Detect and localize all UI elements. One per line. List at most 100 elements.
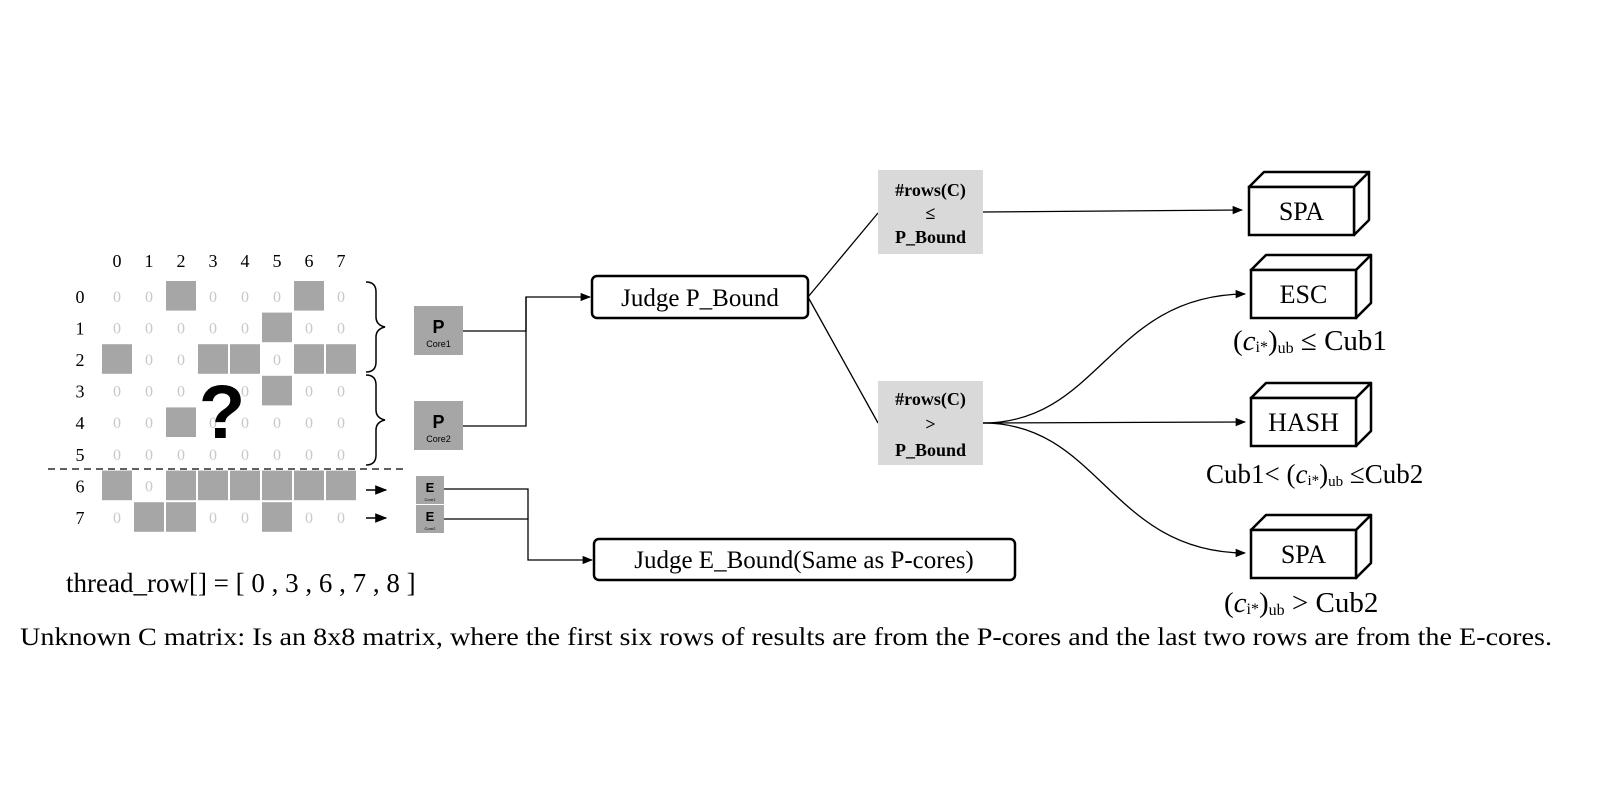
e-core2-box: E Core2 — [416, 505, 444, 533]
matrix-cell-zero: 0 — [305, 415, 313, 432]
matrix-cell-filled — [166, 407, 196, 437]
e-core1-label: Core1 — [425, 497, 437, 502]
row-header: 4 — [76, 413, 85, 433]
brace-core2 — [365, 374, 386, 466]
matrix-cell-zero: 0 — [209, 447, 217, 464]
branch-le — [807, 212, 879, 298]
cond-esc-label: (ci*)ub ≤ Cub1 — [1233, 325, 1387, 357]
matrix-cell-zero: 0 — [337, 384, 345, 401]
matrix-cell-zero: 0 — [273, 415, 281, 432]
row-header: 3 — [76, 382, 85, 402]
e-core1-box: E Core1 — [416, 476, 444, 504]
matrix-cell-zero: 0 — [177, 320, 185, 337]
matrix-cell-zero: 0 — [209, 384, 217, 401]
matrix-cell-zero: 0 — [209, 289, 217, 306]
p-core1-box: P Core1 — [414, 306, 463, 355]
cond-gt-line1: #rows(C) — [895, 389, 966, 410]
matrix-cell-zero: 0 — [177, 447, 185, 464]
matrix-cell-zero: 0 — [241, 447, 249, 464]
matrix-cell-filled — [102, 344, 132, 374]
result-box-spa1: SPA — [1247, 170, 1371, 237]
p-core2-connector — [463, 292, 592, 427]
result-label-spa2: SPA — [1281, 540, 1327, 569]
judge-e-bound-box: Judge E_Bound(Same as P-cores) — [592, 537, 1017, 582]
col-header: 4 — [241, 251, 250, 271]
matrix-cell-zero: 0 — [337, 447, 345, 464]
row-header: 2 — [76, 350, 85, 370]
matrix-cell-zero: 0 — [305, 510, 313, 527]
col-header: 0 — [113, 251, 122, 271]
matrix-cell-zero: 0 — [305, 320, 313, 337]
matrix-cell-filled — [166, 470, 196, 501]
cond-gt-line2: > — [925, 414, 935, 434]
cond-spa2-label: (ci*)ub > Cub2 — [1224, 587, 1378, 619]
row-header: 7 — [76, 508, 85, 528]
result-box-esc: ESC — [1249, 253, 1373, 320]
matrix-cell-zero: 0 — [113, 447, 121, 464]
cond-le-line2: ≤ — [926, 203, 936, 223]
matrix-cell-zero: 0 — [305, 384, 313, 401]
col-header: 2 — [177, 251, 186, 271]
e-core1-letter: E — [426, 480, 435, 495]
matrix-cell-zero: 0 — [145, 289, 153, 306]
col-header: 3 — [209, 251, 218, 271]
arrow-to-hash — [982, 417, 1247, 427]
matrix-cell-zero: 0 — [241, 289, 249, 306]
matrix-cell-zero: 0 — [241, 415, 249, 432]
matrix-cell-zero: 0 — [145, 384, 153, 401]
matrix-cell-zero: 0 — [113, 384, 121, 401]
thread-row-text: thread_row[] = [ 0 , 3 , 6 , 7 , 8 ] — [66, 568, 416, 598]
matrix-cell-zero: 0 — [209, 320, 217, 337]
judge-p-bound-box: Judge P_Bound — [590, 274, 810, 320]
matrix-cell-filled — [230, 344, 260, 374]
matrix-cell-filled — [230, 470, 260, 501]
matrix-cell-filled — [198, 470, 228, 501]
p-core1-label: Core1 — [426, 339, 451, 349]
matrix-cell-filled — [326, 344, 356, 374]
p-core2-letter: P — [432, 412, 444, 432]
result-box-hash: HASH — [1249, 381, 1373, 448]
matrix-cell-zero: 0 — [145, 320, 153, 337]
row-header: 1 — [76, 318, 85, 338]
col-header: 5 — [273, 251, 282, 271]
col-header: 1 — [145, 251, 154, 271]
cond-gt-line3: P_Bound — [895, 440, 966, 460]
unknown-question-mark: ? — [199, 370, 245, 455]
matrix-cell-zero: 0 — [241, 510, 249, 527]
e-core2-label: Core2 — [425, 526, 437, 531]
matrix-cell-filled — [262, 502, 292, 532]
arrow-to-spa1 — [982, 205, 1244, 215]
result-label-spa1: SPA — [1279, 197, 1325, 226]
row-header: 6 — [76, 476, 85, 496]
matrix-cell-zero: 0 — [145, 352, 153, 369]
matrix-cell-filled — [294, 344, 324, 374]
p-core2-box: P Core2 — [414, 401, 463, 450]
result-label-hash: HASH — [1268, 408, 1339, 437]
e-core2-letter: E — [426, 509, 435, 524]
branch-gt — [807, 296, 879, 424]
brace-core1 — [365, 281, 386, 373]
matrix-cell-filled — [294, 470, 324, 501]
e-core1-connector — [444, 488, 529, 519]
matrix-cell-zero: 0 — [145, 415, 153, 432]
matrix-cell-zero: 0 — [241, 384, 249, 401]
matrix-cell-zero: 0 — [273, 447, 281, 464]
result-boxes: SPA ESC HASH SPA — [1247, 170, 1373, 580]
matrix-cell-zero: 0 — [273, 352, 281, 369]
matrix-cell-zero: 0 — [113, 510, 121, 527]
judge-p-bound-label: Judge P_Bound — [621, 285, 779, 312]
matrix-cell-zero: 0 — [209, 415, 217, 432]
result-label-esc: ESC — [1280, 280, 1328, 309]
judge-e-bound-label: Judge E_Bound(Same as P-cores) — [634, 547, 974, 574]
matrix-cell-filled — [262, 470, 292, 501]
cond-le-line3: P_Bound — [895, 227, 966, 247]
matrix-cell-zero: 0 — [113, 415, 121, 432]
p-core2-label: Core2 — [426, 434, 451, 444]
matrix-cell-zero: 0 — [273, 289, 281, 306]
row-header: 5 — [76, 445, 85, 465]
matrix-cell-zero: 0 — [145, 447, 153, 464]
matrix-cell-zero: 0 — [241, 320, 249, 337]
matrix-cell-filled — [198, 344, 228, 374]
cond-rows-le-box: #rows(C) ≤ P_Bound — [878, 170, 983, 254]
